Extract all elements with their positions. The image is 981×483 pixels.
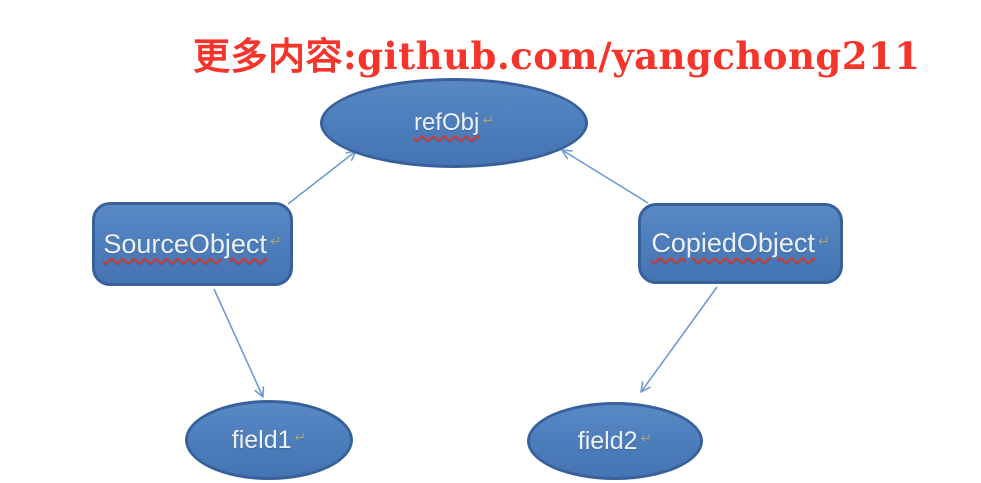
node-sourceobject: SourceObject↵ — [92, 202, 293, 286]
node-refobj: refObj↵ — [320, 78, 588, 168]
node-copiedobject-label: CopiedObject — [651, 228, 815, 258]
annotation-text: 更多内容:github.com/yangchong211 — [193, 34, 921, 78]
node-refobj-label: refObj — [413, 109, 480, 136]
node-field1: field1↵ — [185, 400, 353, 480]
arrow-sourceobject-to-field1 — [213, 288, 265, 398]
arrow-copiedobject-to-field2 — [640, 286, 718, 393]
arrow-sourceobject-to-refobj — [287, 150, 357, 205]
node-field2-label: field2 — [577, 426, 638, 455]
return-mark-icon: ↵ — [269, 234, 282, 250]
node-sourceobject-label: SourceObject — [103, 228, 267, 259]
return-mark-icon: ↵ — [294, 430, 307, 446]
node-field2: field2↵ — [527, 402, 703, 480]
return-mark-icon: ↵ — [640, 431, 653, 447]
arrow-copiedobject-to-refobj — [561, 149, 649, 204]
return-mark-icon: ↵ — [482, 113, 495, 129]
node-copiedobject: CopiedObject↵ — [638, 203, 843, 284]
return-mark-icon: ↵ — [817, 233, 830, 250]
node-field1-label: field1 — [231, 425, 292, 454]
